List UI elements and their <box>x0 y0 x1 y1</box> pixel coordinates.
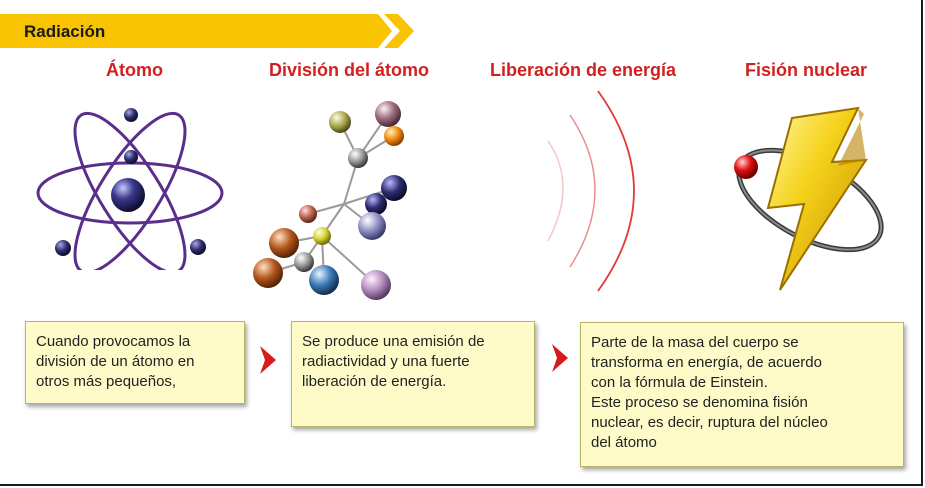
note-division: Se produce una emisión de radiactividad … <box>291 321 535 427</box>
chevron-right-icon <box>552 344 568 372</box>
molecule-split-icon <box>240 92 430 307</box>
atom-icon <box>30 95 230 275</box>
note-line: otros más pequeños, <box>36 373 177 390</box>
note-line: del átomo <box>591 434 657 451</box>
header-banner: Radiación <box>0 14 420 48</box>
banner-title: Radiación <box>24 22 106 41</box>
frame-bottom-edge <box>0 484 923 486</box>
note-line: radiactividad y una fuerte <box>302 353 470 370</box>
note-line: Se produce una emisión de <box>302 333 485 350</box>
chevron-right-icon <box>260 346 276 374</box>
energy-waves-icon <box>540 85 670 300</box>
note-line: Parte de la masa del cuerpo se <box>591 334 799 351</box>
note-line: transforma en energía, de acuerdo <box>591 354 822 371</box>
note-line: liberación de energía. <box>302 373 447 390</box>
frame-right-edge <box>921 0 923 486</box>
note-line: división de un átomo en <box>36 353 195 370</box>
note-line: nuclear, es decir, ruptura del núcleo <box>591 414 828 431</box>
note-line: con la fórmula de Einstein. <box>591 374 768 391</box>
step-title-fission: Fisión nuclear <box>745 60 868 80</box>
lightning-bolt-icon <box>720 100 900 305</box>
banner-chevron-icon <box>0 14 414 48</box>
note-line: Cuando provocamos la <box>36 333 191 350</box>
step-title-energy: Liberación de energía <box>490 60 677 80</box>
note-atom: Cuando provocamos la división de un átom… <box>25 321 245 404</box>
note-fission: Parte de la masa del cuerpo se transform… <box>580 322 904 467</box>
step-title-division: División del átomo <box>269 60 430 80</box>
step-title-atom: Átomo <box>106 60 163 80</box>
note-line: Este proceso se denomina fisión <box>591 394 808 411</box>
